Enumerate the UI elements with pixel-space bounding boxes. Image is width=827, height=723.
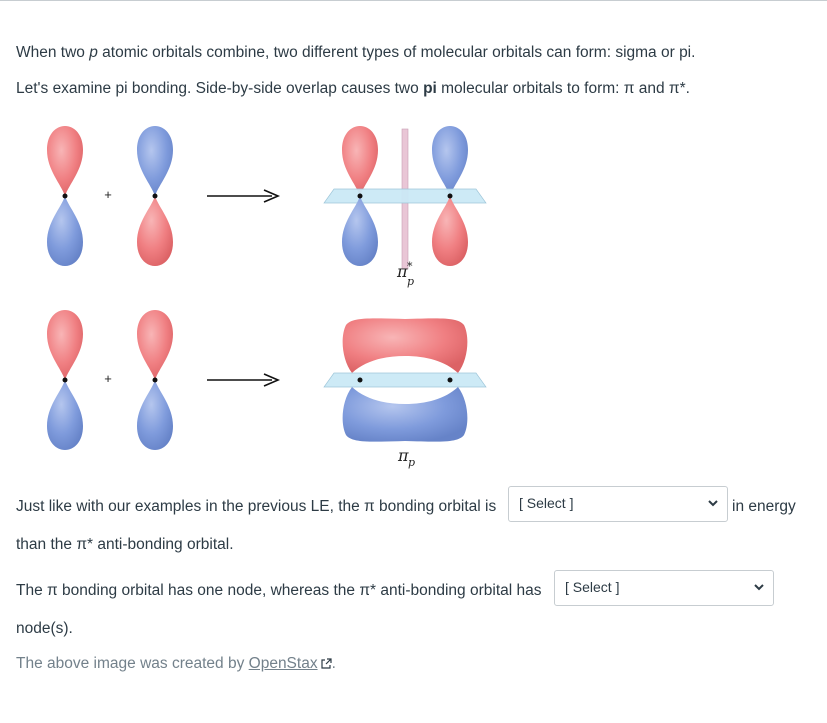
pi-label-subscript: p xyxy=(408,456,415,469)
molecular-plane-bottom xyxy=(323,372,487,388)
question-2-continued: node(s). xyxy=(16,620,73,637)
arrow-top xyxy=(207,189,281,203)
pi-star-label: π xyxy=(396,262,408,281)
question-1-text: Just like with our examples in the previ… xyxy=(16,498,497,515)
orbital-p-right-bottom xyxy=(137,310,173,450)
pi-star-label-superscript: * xyxy=(407,260,413,273)
pi-bonding-top-lobe xyxy=(342,318,468,373)
pi-star-label-subscript: p xyxy=(407,275,414,288)
select-placeholder: [ Select ] xyxy=(565,579,620,595)
pi-orbital-diagram: + π * p + xyxy=(47,126,487,469)
arrow-bottom xyxy=(207,373,281,387)
orbital-p-left-bottom xyxy=(47,310,83,450)
chevron-down-icon xyxy=(708,500,718,507)
node-count-select[interactable]: [ Select ] xyxy=(554,570,774,606)
question-1-suffix: in energy xyxy=(732,498,796,515)
plus-sign-top: + xyxy=(104,187,112,202)
top-divider xyxy=(0,0,827,1)
intro-sentence-2: Let's examine pi bonding. Side-by-side o… xyxy=(16,80,690,97)
question-2-text: The π bonding orbital has one node, wher… xyxy=(16,582,542,599)
image-credit: The above image was created by OpenStax. xyxy=(16,655,336,672)
molecular-plane-top xyxy=(323,188,487,204)
question-1-continued: than the π* anti-bonding orbital. xyxy=(16,536,234,553)
energy-comparison-select[interactable]: [ Select ] xyxy=(508,486,728,522)
orbital-p-left-top xyxy=(47,126,83,266)
pi-star-orbital xyxy=(323,126,487,270)
openstax-link[interactable]: OpenStax xyxy=(248,655,318,672)
chevron-down-icon xyxy=(754,584,764,591)
select-placeholder: [ Select ] xyxy=(519,495,574,511)
orbital-p-right-top xyxy=(137,126,173,266)
intro-sentence-1: When two p atomic orbitals combine, two … xyxy=(16,44,696,61)
external-link-icon xyxy=(320,658,332,669)
pi-bonding-orbital xyxy=(323,318,487,442)
pi-label: π xyxy=(397,446,409,465)
pi-bonding-bottom-lobe xyxy=(342,387,468,442)
plus-sign-bottom: + xyxy=(104,371,112,386)
